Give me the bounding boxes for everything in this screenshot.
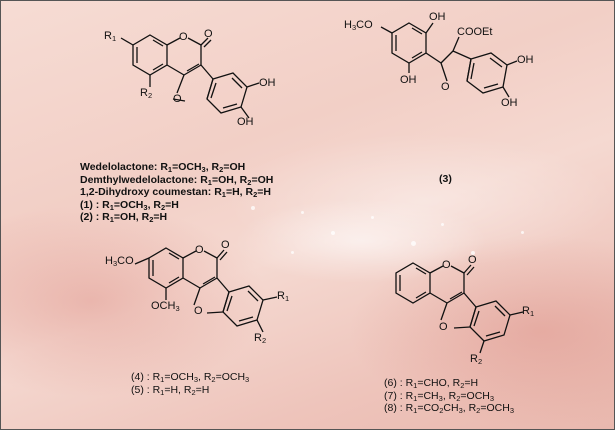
sparkle [471, 251, 475, 255]
hydroxyl-group: OH [517, 54, 534, 66]
methoxy-group: OCH3 [151, 300, 180, 313]
carbonyl-oxygen: O [468, 254, 477, 266]
ring-oxygen: O [442, 259, 451, 271]
methoxy-group: H3CO [105, 255, 134, 268]
hydroxyl-group: OH [237, 116, 254, 128]
compound-legend: Wedelolactone: R1=OCH3, R2=OH Demthylwed… [80, 161, 273, 224]
furan-oxygen: O [441, 81, 450, 93]
legend-line: (4) : R1=OCH3, R2=OCH3 [131, 371, 250, 384]
substituent-r2: R2 [254, 332, 267, 345]
substituent-r1: R1 [104, 30, 117, 43]
sparkle [251, 206, 255, 210]
compound-legend: (6) : R1=CHO, R2=H (7) : R1=CH3, R2=OCH3… [384, 377, 514, 415]
furan-oxygen: O [439, 321, 448, 333]
carbonyl-oxygen: O [221, 239, 230, 251]
legend-line: (2) : R1=OH, R2=H [80, 211, 168, 224]
legend-line: (7) : R1=CH3, R2=OCH3 [384, 389, 495, 403]
legend-line: 1,2-Dihydroxy coumestan: R1=H, R2=H [80, 186, 271, 199]
sparkle [411, 241, 416, 246]
legend-line: (1) : R1=OCH3, R2=H [80, 198, 179, 212]
sparkle [331, 231, 335, 235]
hydroxyl-group: OH [400, 74, 417, 86]
ring-oxygen: O [179, 31, 188, 43]
sparkle [291, 251, 294, 254]
hydroxyl-group: OH [501, 97, 518, 109]
legend-line: (8) : R1=CO2CH3, R2=OCH3 [384, 402, 514, 415]
sparkle [371, 216, 374, 219]
substituent-r2: R2 [470, 353, 483, 366]
hydroxyl-group: OH [429, 11, 446, 23]
methoxy-group: H3CO [344, 19, 373, 32]
furan-oxygen: O [173, 93, 182, 105]
substituent-r2: R2 [140, 87, 153, 100]
furan-oxygen: O [194, 305, 203, 317]
compound-legend: (4) : R1=OCH3, R2=OCH3 (5) : R1=H, R2=H [131, 371, 249, 396]
hydroxyl-group: OH [259, 77, 276, 89]
sparkle [441, 223, 444, 226]
substituent-r1: R1 [522, 305, 535, 318]
legend-line: (5) : R1=H, R2=H [131, 383, 210, 397]
sparkle [301, 211, 304, 214]
ring-oxygen: O [195, 244, 204, 256]
legend-line: (6) : R1=CHO, R2=H [384, 377, 479, 390]
compound-number-label: (3) [439, 173, 452, 185]
ester-group: COOEt [457, 26, 493, 38]
legend-line: Demthylwedelolactone: R1=OH, R2=OH [80, 173, 274, 187]
carbonyl-oxygen: O [204, 28, 213, 40]
sparkle [521, 231, 524, 234]
substituent-r1: R1 [277, 290, 290, 303]
legend-line: Wedelolactone: R1=OCH3, R2=OH [80, 161, 246, 174]
